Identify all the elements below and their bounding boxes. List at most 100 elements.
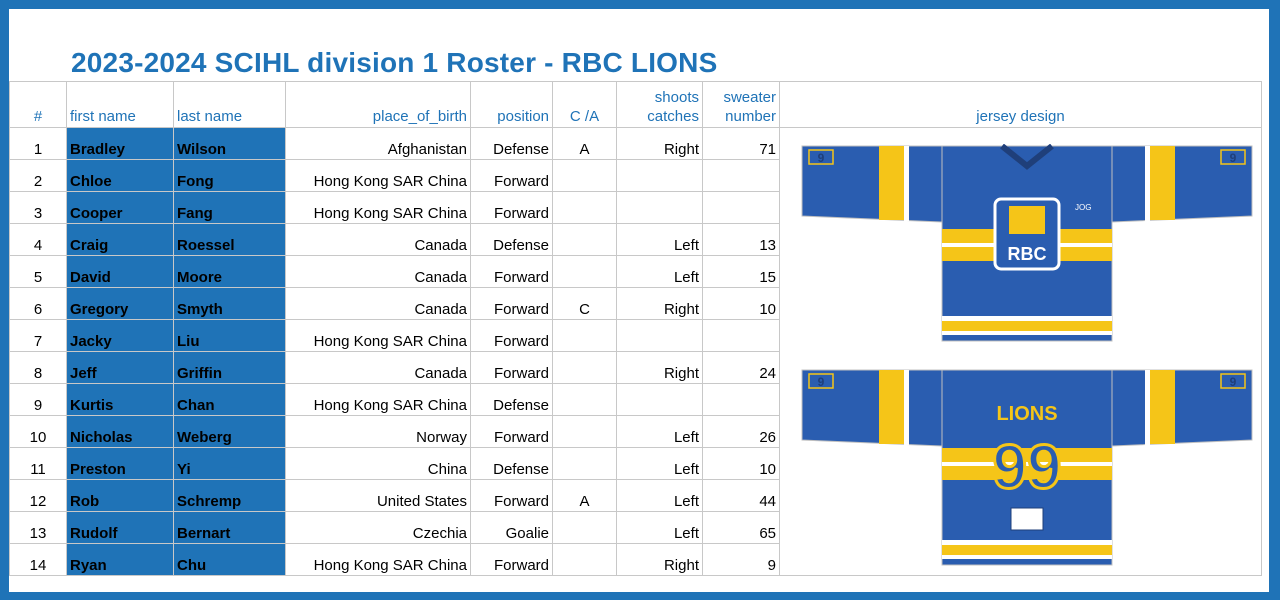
first-name-cell[interactable]: Chloe — [66, 159, 174, 192]
col-header-first-name[interactable]: first name — [66, 81, 174, 128]
captain-cell[interactable] — [552, 319, 617, 352]
position-cell[interactable]: Defense — [470, 447, 553, 480]
place-of-birth-cell[interactable]: China — [285, 447, 471, 480]
last-name-cell[interactable]: Moore — [173, 255, 286, 288]
sweater-number-cell[interactable]: 15 — [702, 255, 780, 288]
last-name-cell[interactable]: Chu — [173, 543, 286, 576]
captain-cell[interactable] — [552, 447, 617, 480]
first-name-cell[interactable]: David — [66, 255, 174, 288]
row-number[interactable]: 4 — [9, 223, 67, 256]
sweater-number-cell[interactable] — [702, 383, 780, 416]
sweater-number-cell[interactable]: 26 — [702, 415, 780, 448]
first-name-cell[interactable]: Ryan — [66, 543, 174, 576]
last-name-cell[interactable]: Chan — [173, 383, 286, 416]
row-number[interactable]: 8 — [9, 351, 67, 384]
col-header-position[interactable]: position — [470, 81, 553, 128]
captain-cell[interactable] — [552, 415, 617, 448]
shoots-cell[interactable]: Left — [616, 511, 703, 544]
col-header-jersey[interactable]: jersey design — [779, 81, 1262, 128]
last-name-cell[interactable]: Griffin — [173, 351, 286, 384]
last-name-cell[interactable]: Bernart — [173, 511, 286, 544]
last-name-cell[interactable]: Weberg — [173, 415, 286, 448]
last-name-cell[interactable]: Wilson — [173, 127, 286, 160]
first-name-cell[interactable]: Preston — [66, 447, 174, 480]
first-name-cell[interactable]: Nicholas — [66, 415, 174, 448]
captain-cell[interactable] — [552, 543, 617, 576]
place-of-birth-cell[interactable]: Canada — [285, 287, 471, 320]
captain-cell[interactable] — [552, 255, 617, 288]
last-name-cell[interactable]: Schremp — [173, 479, 286, 512]
sweater-number-cell[interactable]: 10 — [702, 287, 780, 320]
first-name-cell[interactable]: Rudolf — [66, 511, 174, 544]
sweater-number-cell[interactable]: 13 — [702, 223, 780, 256]
place-of-birth-cell[interactable]: Norway — [285, 415, 471, 448]
last-name-cell[interactable]: Roessel — [173, 223, 286, 256]
position-cell[interactable]: Goalie — [470, 511, 553, 544]
first-name-cell[interactable]: Craig — [66, 223, 174, 256]
first-name-cell[interactable]: Jeff — [66, 351, 174, 384]
position-cell[interactable]: Forward — [470, 351, 553, 384]
place-of-birth-cell[interactable]: Hong Kong SAR China — [285, 383, 471, 416]
last-name-cell[interactable]: Fang — [173, 191, 286, 224]
position-cell[interactable]: Forward — [470, 543, 553, 576]
position-cell[interactable]: Forward — [470, 287, 553, 320]
last-name-cell[interactable]: Liu — [173, 319, 286, 352]
sweater-number-cell[interactable] — [702, 191, 780, 224]
sweater-number-cell[interactable]: 65 — [702, 511, 780, 544]
row-number[interactable]: 12 — [9, 479, 67, 512]
sweater-number-cell[interactable]: 24 — [702, 351, 780, 384]
captain-cell[interactable]: C — [552, 287, 617, 320]
first-name-cell[interactable]: Jacky — [66, 319, 174, 352]
col-header-num[interactable]: # — [9, 81, 67, 128]
position-cell[interactable]: Defense — [470, 383, 553, 416]
shoots-cell[interactable]: Left — [616, 255, 703, 288]
shoots-cell[interactable]: Left — [616, 447, 703, 480]
place-of-birth-cell[interactable]: United States — [285, 479, 471, 512]
sweater-number-cell[interactable]: 71 — [702, 127, 780, 160]
shoots-cell[interactable]: Right — [616, 351, 703, 384]
row-number[interactable]: 5 — [9, 255, 67, 288]
shoots-cell[interactable] — [616, 319, 703, 352]
captain-cell[interactable] — [552, 511, 617, 544]
place-of-birth-cell[interactable]: Hong Kong SAR China — [285, 543, 471, 576]
place-of-birth-cell[interactable]: Canada — [285, 223, 471, 256]
sweater-number-cell[interactable]: 44 — [702, 479, 780, 512]
position-cell[interactable]: Forward — [470, 415, 553, 448]
col-header-ca[interactable]: C /A — [552, 81, 617, 128]
row-number[interactable]: 14 — [9, 543, 67, 576]
position-cell[interactable]: Defense — [470, 223, 553, 256]
captain-cell[interactable] — [552, 191, 617, 224]
position-cell[interactable]: Forward — [470, 255, 553, 288]
position-cell[interactable]: Forward — [470, 159, 553, 192]
place-of-birth-cell[interactable]: Canada — [285, 255, 471, 288]
captain-cell[interactable]: A — [552, 127, 617, 160]
place-of-birth-cell[interactable]: Hong Kong SAR China — [285, 319, 471, 352]
shoots-cell[interactable]: Right — [616, 127, 703, 160]
position-cell[interactable]: Forward — [470, 191, 553, 224]
first-name-cell[interactable]: Bradley — [66, 127, 174, 160]
place-of-birth-cell[interactable]: Hong Kong SAR China — [285, 191, 471, 224]
first-name-cell[interactable]: Kurtis — [66, 383, 174, 416]
row-number[interactable]: 11 — [9, 447, 67, 480]
place-of-birth-cell[interactable]: Hong Kong SAR China — [285, 159, 471, 192]
place-of-birth-cell[interactable]: Czechia — [285, 511, 471, 544]
place-of-birth-cell[interactable]: Canada — [285, 351, 471, 384]
col-header-last-name[interactable]: last name — [173, 81, 286, 128]
shoots-cell[interactable] — [616, 191, 703, 224]
shoots-cell[interactable] — [616, 383, 703, 416]
captain-cell[interactable] — [552, 223, 617, 256]
sweater-number-cell[interactable]: 9 — [702, 543, 780, 576]
shoots-cell[interactable]: Left — [616, 415, 703, 448]
shoots-cell[interactable] — [616, 159, 703, 192]
shoots-cell[interactable]: Right — [616, 287, 703, 320]
col-header-place-of-birth[interactable]: place_of_birth — [285, 81, 471, 128]
position-cell[interactable]: Defense — [470, 127, 553, 160]
sweater-number-cell[interactable]: 10 — [702, 447, 780, 480]
place-of-birth-cell[interactable]: Afghanistan — [285, 127, 471, 160]
last-name-cell[interactable]: Yi — [173, 447, 286, 480]
position-cell[interactable]: Forward — [470, 319, 553, 352]
last-name-cell[interactable]: Fong — [173, 159, 286, 192]
row-number[interactable]: 6 — [9, 287, 67, 320]
captain-cell[interactable] — [552, 351, 617, 384]
